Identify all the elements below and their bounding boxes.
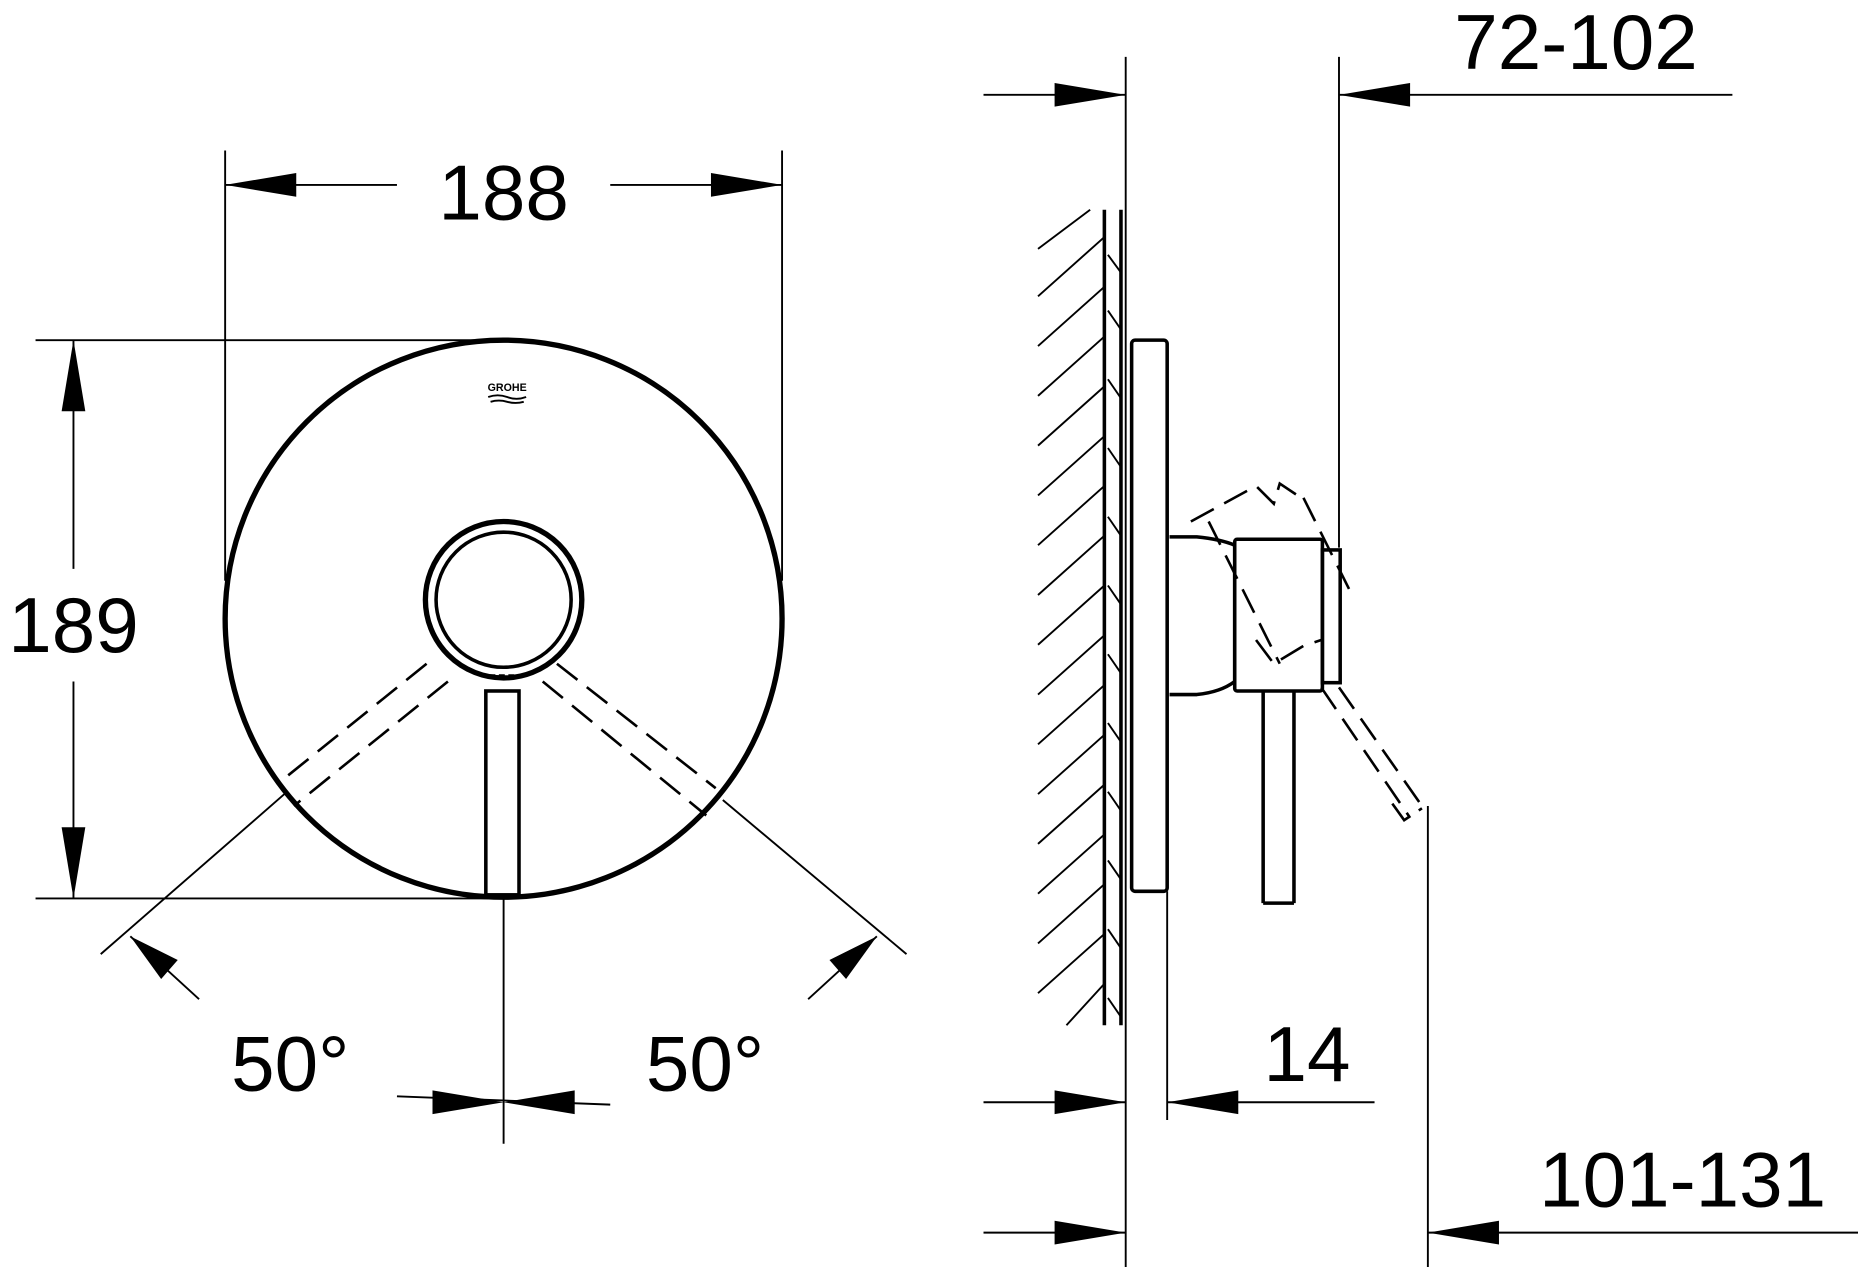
brand-logo: GROHE (488, 382, 527, 404)
width-dimension-label: 188 (438, 148, 568, 236)
top-projection-label: 72-102 (1454, 0, 1697, 86)
wall-hatching (1037, 209, 1122, 1026)
left-angle-label: 50° (231, 1019, 349, 1107)
handle-body-side (1232, 537, 1325, 693)
lever (484, 689, 521, 897)
handle-ring-outer (422, 518, 585, 681)
lever-rotation-range (278, 662, 717, 817)
cover-plate (222, 337, 785, 900)
cover-plate-side (1129, 338, 1169, 894)
right-angle-label: 50° (646, 1019, 764, 1107)
height-dimension-label: 189 (8, 581, 138, 669)
front-view: 188 189 GROHE (8, 148, 908, 1144)
svg-text:GROHE: GROHE (488, 382, 527, 394)
handle-rotation-range (1190, 481, 1424, 822)
side-view: 72-102 14 101-131 (983, 0, 1858, 1267)
bottom-projection-label: 101-131 (1539, 1136, 1826, 1224)
plate-depth-label: 14 (1264, 1010, 1351, 1098)
handle-ring-inner (434, 530, 573, 670)
